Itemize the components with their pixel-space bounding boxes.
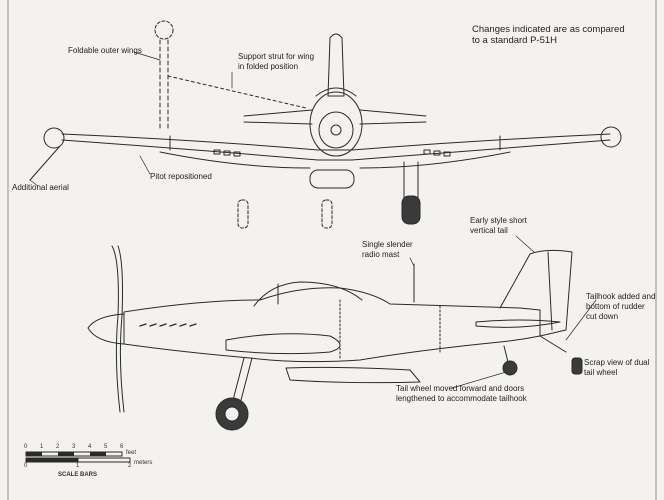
leader-tail-wheel	[451, 371, 507, 389]
feet-tick-6: 6	[120, 444, 124, 450]
side-main-gear-leg	[231, 357, 253, 405]
label-foldable-wings: Foldable outer wings	[68, 46, 142, 55]
feet-tick-0: 0	[24, 444, 28, 450]
propeller-blade-edge	[117, 245, 125, 413]
label-tailhook-line-3: cut down	[586, 312, 619, 321]
exhaust-stacks	[139, 323, 197, 327]
tail-wheel-leg	[503, 345, 509, 363]
front-view	[29, 20, 622, 229]
header-note: Changes indicated are as compared to a s…	[472, 24, 625, 46]
front-air-scoop	[309, 169, 355, 189]
side-vertical-tail	[499, 249, 573, 337]
side-horizontal-stabilizer	[475, 319, 561, 328]
leader-aerial	[29, 179, 39, 187]
label-vertical-tail-line-2: vertical tail	[470, 226, 508, 235]
front-canopy	[315, 87, 357, 97]
meter-tick-1: 1	[76, 463, 80, 469]
label-vertical-tail-line-1: Early style short	[470, 216, 527, 225]
rudder-hinge	[547, 251, 553, 331]
front-spinner-cap	[330, 124, 342, 136]
front-wing-upper-edge	[61, 133, 611, 151]
side-main-wheel-hub	[224, 406, 240, 422]
feet-unit: feet	[126, 450, 137, 456]
meter-tick-2: 2	[128, 463, 132, 469]
panel-lines	[339, 299, 441, 361]
front-wing-underside-right	[359, 151, 511, 169]
wingtip-light-right	[600, 126, 622, 148]
side-view	[87, 245, 583, 431]
scale-bars-caption: SCALE BARS	[58, 472, 98, 478]
label-tailhook-line-1: Tailhook added and	[586, 292, 656, 301]
folded-wingtip-light	[154, 20, 174, 40]
support-strut	[167, 75, 307, 109]
label-tail-wheel: Tail wheel moved forward and doors lengt…	[396, 384, 527, 404]
scale-bars-graphic	[25, 451, 131, 463]
label-vertical-tail: Early style short vertical tail	[470, 216, 527, 236]
label-scrap-view-line-2: tail wheel	[584, 368, 618, 377]
label-radio-mast-line-2: radio mast	[362, 250, 400, 259]
front-vertical-fin	[327, 33, 345, 97]
meter-tick-0: 0	[24, 463, 28, 469]
side-fuselage	[123, 287, 541, 363]
propeller-blade	[111, 245, 121, 413]
gun-ports-right	[423, 149, 451, 157]
label-radio-mast-line-1: Single slender	[362, 240, 413, 249]
header-line-2: to a standard P-51H	[472, 35, 558, 46]
front-gear-door-center	[321, 199, 333, 229]
front-tailplane-left	[243, 109, 313, 125]
feet-tick-3: 3	[72, 444, 76, 450]
leader-foldable-wings	[133, 51, 161, 61]
label-pitot: Pitot repositioned	[150, 172, 212, 181]
front-gear-door-left	[237, 199, 249, 229]
folded-outer-wing	[159, 39, 169, 129]
meter-unit: meters	[134, 460, 153, 466]
tail-wheel	[502, 360, 518, 376]
feet-tick-5: 5	[104, 444, 108, 450]
leader-vertical-tail	[515, 235, 535, 253]
front-wing-underside-left	[159, 151, 311, 169]
label-support-strut: Support strut for wing in folded positio…	[238, 52, 314, 72]
gun-ports-left	[213, 149, 241, 157]
radiator-scoop	[285, 366, 421, 384]
label-scrap-view: Scrap view of dual tail wheel	[584, 358, 649, 378]
feet-tick-2: 2	[56, 444, 60, 450]
leader-radio-mast	[409, 257, 415, 267]
tailhook	[539, 335, 567, 353]
label-tail-wheel-line-1: Tail wheel moved forward and doors	[396, 384, 525, 393]
side-canopy	[253, 281, 363, 307]
leader-tailhook	[565, 299, 597, 341]
label-radio-mast: Single slender radio mast	[362, 240, 413, 260]
label-aerial: Additional aerial	[12, 183, 69, 192]
side-spinner	[87, 313, 125, 345]
label-support-strut-line-1: Support strut for wing	[238, 52, 315, 61]
label-support-strut-line-2: in folded position	[238, 62, 299, 71]
front-gear-wheel	[401, 195, 421, 225]
front-fuselage	[309, 91, 363, 157]
label-tail-wheel-line-2: lengthened to accommodate tailhook	[396, 394, 527, 403]
front-tailplane-right	[359, 109, 427, 125]
additional-aerial	[29, 145, 61, 181]
label-scrap-view-line-1: Scrap view of dual	[584, 358, 650, 367]
front-spinner	[318, 111, 354, 149]
feet-tick-4: 4	[88, 444, 92, 450]
wingtip-light-left	[43, 127, 65, 149]
front-gear-leg	[403, 161, 419, 201]
leader-pitot	[139, 155, 151, 175]
header-line-1: Changes indicated are as compared	[472, 24, 625, 35]
label-tailhook: Tailhook added and bottom of rudder cut …	[586, 292, 655, 322]
leader-lines	[29, 51, 597, 389]
label-tailhook-line-2: bottom of rudder	[586, 302, 645, 311]
feet-tick-1: 1	[40, 444, 44, 450]
side-wing	[225, 333, 341, 355]
front-wing-lower-edge	[61, 139, 611, 161]
scrap-view-dual-tail-wheel	[571, 357, 583, 375]
